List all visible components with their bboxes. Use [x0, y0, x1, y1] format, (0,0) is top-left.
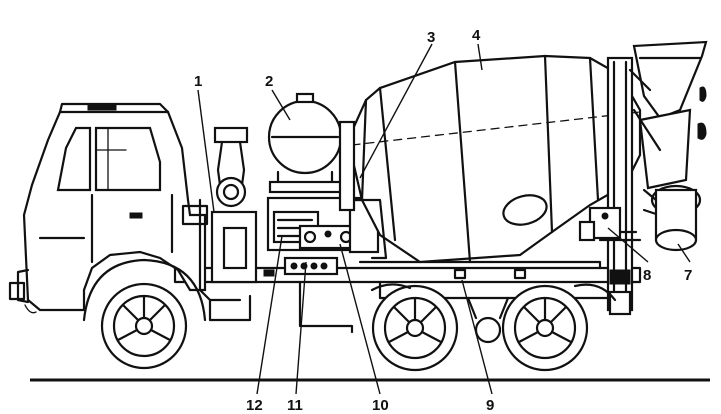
rear-wheel-2 — [501, 284, 589, 372]
hydraulic-block — [578, 206, 638, 242]
callout-2: 2 — [265, 73, 273, 90]
callout-12: 12 — [246, 397, 263, 414]
callout-8: 8 — [643, 267, 651, 284]
leader-lines — [197, 43, 691, 395]
mixer-drum — [338, 54, 642, 264]
axle-differential — [370, 283, 617, 344]
water-tank — [267, 92, 348, 194]
front-wheel — [82, 258, 207, 370]
callout-1: 1 — [194, 73, 202, 90]
rear-wheel-1 — [371, 284, 459, 372]
callout-4: 4 — [472, 27, 481, 44]
pump-column — [181, 126, 258, 322]
discharge-chute — [642, 184, 702, 252]
callout-11: 11 — [287, 397, 303, 414]
cab-windshield — [56, 126, 92, 192]
truck-cab — [8, 102, 207, 314]
cab-side-window — [94, 126, 162, 192]
callout-9: 9 — [486, 397, 494, 414]
callout-3: 3 — [427, 29, 435, 46]
callout-10: 10 — [372, 397, 389, 414]
rear-support — [598, 56, 642, 316]
callout-7: 7 — [684, 267, 692, 284]
loading-hopper — [628, 40, 708, 190]
